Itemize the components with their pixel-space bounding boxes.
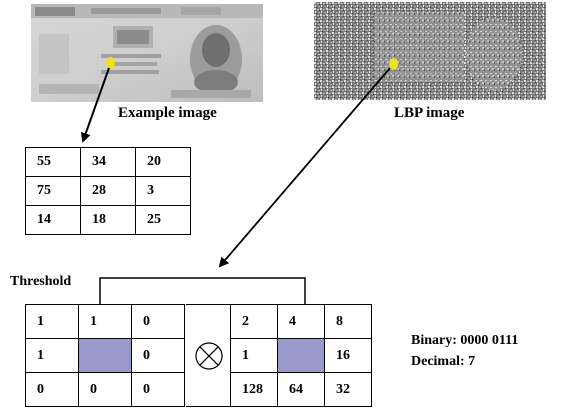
threshold-grid: 1 1 0 1 0 0 0 0	[25, 304, 185, 407]
table-row: 1 0	[25, 338, 185, 373]
table-row: 55 34 20	[25, 147, 191, 177]
banknote-picture	[31, 4, 263, 102]
pixel-neighborhood-grid: 55 34 20 75 28 3 14 18 25	[25, 147, 191, 235]
table-row: 1 1 0	[25, 304, 185, 339]
pixel-cell: 55	[25, 147, 81, 177]
example-to-grid-arrow	[80, 67, 110, 143]
table-row: 0 0 0	[25, 372, 185, 407]
table-row: 14 18 25	[25, 205, 191, 235]
example-image	[31, 4, 263, 102]
lbp-to-result-arrow	[218, 67, 391, 268]
lbp-texture-picture	[314, 2, 546, 100]
pixel-cell: 20	[135, 147, 191, 177]
threshold-cell: 0	[131, 372, 185, 407]
threshold-cell: 0	[25, 372, 79, 407]
threshold-label: Threshold	[10, 274, 72, 289]
binary-result: Binary: 0000 0111	[411, 333, 519, 348]
threshold-cell: 0	[131, 338, 185, 373]
decimal-result: Decimal: 7	[411, 354, 476, 369]
threshold-cell: 1	[25, 338, 79, 373]
threshold-center-cell	[78, 338, 132, 373]
pixel-cell: 28	[80, 176, 136, 206]
example-marker	[106, 57, 115, 69]
threshold-cell: 1	[25, 304, 79, 339]
threshold-cell: 1	[78, 304, 132, 339]
table-row: 75 28 3	[25, 176, 191, 206]
circled-times-icon	[195, 342, 223, 370]
operator-cell	[186, 304, 231, 407]
pixel-cell: 25	[135, 205, 191, 235]
table-row: 128 64 32	[230, 372, 372, 407]
weight-grid: 2 4 8 1 16 128 64 32	[230, 304, 372, 407]
weight-center-cell	[277, 338, 325, 373]
lbp-marker	[389, 58, 398, 70]
threshold-bracket	[99, 277, 306, 304]
weight-cell: 32	[324, 372, 372, 407]
weight-cell: 16	[324, 338, 372, 373]
result-block: Binary: 0000 0111 Decimal: 7	[411, 330, 518, 372]
lbp-image-caption: LBP image	[394, 105, 465, 121]
lbp-image	[314, 2, 546, 100]
weight-cell: 64	[277, 372, 325, 407]
example-image-caption: Example image	[118, 105, 217, 121]
pixel-cell: 14	[25, 205, 81, 235]
pixel-cell: 34	[80, 147, 136, 177]
weight-cell: 128	[230, 372, 278, 407]
